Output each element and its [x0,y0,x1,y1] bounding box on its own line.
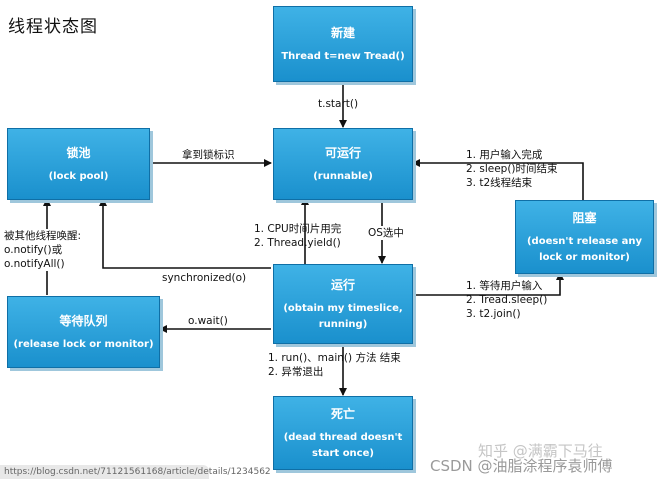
label-running-to-blocked-1: 1. 等待用户输入 [466,280,543,292]
state-new: 新建 Thread t=new Tread() [273,6,413,82]
state-waiting: 等待队列 (release lock or monitor) [7,296,160,368]
arrow-synchronized [99,198,271,269]
label-running-to-runnable: 1. CPU时间片用完 2. Thread.yield() [254,222,341,250]
label-running-to-blocked-3: 3. t2.join() [466,308,521,320]
label-notify-3: o.notifyAll() [4,258,65,270]
label-blocked-to-runnable-3: 3. t2线程结束 [466,177,533,189]
label-to-dead-1: 1. run()、main() 方法 结束 [268,352,401,364]
arrow-blocked-to-runnable [412,159,584,200]
state-running-name: 运行 [330,277,355,292]
label-os-select: OS选中 [368,226,404,240]
label-to-dead-2: 2. 异常退出 [268,366,324,378]
state-runnable-name: 可运行 [324,145,361,160]
url-bar: https://blog.csdn.net/71121561168/articl… [0,465,271,479]
label-running-to-runnable-2: 2. Thread.yield() [254,237,341,249]
state-lock-pool-name: 锁池 [66,145,91,160]
state-running: 运行 (obtain my timeslice, running) [273,264,413,344]
state-running-sub: (obtain my timeslice, running) [283,302,403,330]
label-wait: o.wait() [188,315,228,327]
state-lock-pool-sub: (lock pool) [48,170,109,182]
state-blocked-sub: (doesn't release any lock or monitor) [526,235,643,263]
label-notify-1: 被其他线程唤醒: [4,230,82,242]
label-running-to-blocked: 1. 等待用户输入 2. Tread.sleep() 3. t2.join() [466,279,547,321]
state-dead-name: 死亡 [330,406,355,421]
watermark-zhihu: 知乎 @满霸下马往 [478,442,603,460]
state-waiting-name: 等待队列 [59,313,108,328]
label-blocked-to-runnable: 1. 用户输入完成 2. sleep()时间结束 3. t2线程结束 [466,148,558,190]
state-waiting-sub: (release lock or monitor) [13,338,154,350]
label-notify-2: o.notify()或 [4,244,63,256]
state-dead-sub: (dead thread doesn't start once) [283,431,403,459]
state-dead: 死亡 (dead thread doesn't start once) [273,396,413,470]
label-notify: 被其他线程唤醒: o.notify()或 o.notifyAll() [4,229,82,271]
state-blocked-name: 阻塞 [572,210,597,225]
diagram-title: 线程状态图 [8,17,98,37]
state-new-sub: Thread t=new Tread() [281,50,405,62]
state-blocked: 阻塞 (doesn't release any lock or monitor) [515,200,654,274]
label-to-dead: 1. run()、main() 方法 结束 2. 异常退出 [268,351,401,379]
label-synchronized: synchronized(o) [162,272,247,284]
label-blocked-to-runnable-1: 1. 用户输入完成 [466,149,543,161]
state-lock-pool: 锁池 (lock pool) [7,128,150,200]
label-blocked-to-runnable-2: 2. sleep()时间结束 [466,163,558,175]
label-running-to-blocked-2: 2. Tread.sleep() [466,294,548,306]
state-runnable-sub: (runnable) [313,170,373,182]
state-new-name: 新建 [330,25,355,40]
label-running-to-runnable-1: 1. CPU时间片用完 [254,223,342,235]
label-get-lock: 拿到锁标识 [182,149,235,161]
watermark-csdn: CSDN @油脂涂程序袁师傅 [430,457,613,475]
label-start: t.start() [318,98,359,110]
state-runnable: 可运行 (runnable) [273,128,413,200]
arrow-running-to-blocked [413,272,564,296]
